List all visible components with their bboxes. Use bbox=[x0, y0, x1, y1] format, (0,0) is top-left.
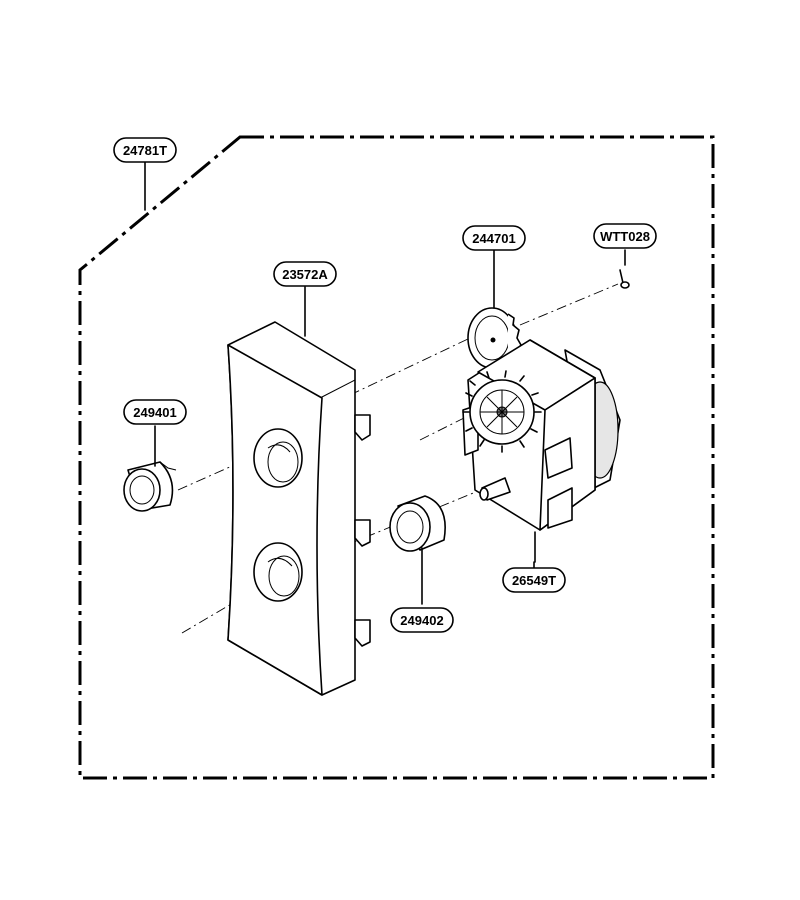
timer-unit bbox=[462, 339, 621, 563]
assembly-boundary bbox=[78, 135, 715, 780]
callout-front-panel: 23572A bbox=[273, 261, 337, 287]
callout-upper-knob: 249401 bbox=[123, 399, 187, 425]
callout-gear: 244701 bbox=[462, 225, 526, 251]
svg-text:26549T: 26549T bbox=[512, 573, 556, 588]
callout-timer: 26549T bbox=[502, 567, 566, 593]
leader-lines bbox=[144, 161, 626, 605]
callout-screw: WTT028 bbox=[593, 223, 657, 249]
svg-text:249402: 249402 bbox=[400, 613, 443, 628]
callout-assembly: 24781T bbox=[113, 137, 177, 163]
svg-text:249401: 249401 bbox=[133, 405, 176, 420]
svg-text:24781T: 24781T bbox=[123, 143, 167, 158]
screw bbox=[619, 269, 630, 289]
upper-knob bbox=[123, 461, 177, 512]
svg-text:23572A: 23572A bbox=[282, 267, 328, 282]
lower-knob bbox=[389, 495, 446, 552]
svg-text:WTT028: WTT028 bbox=[600, 229, 650, 244]
front-panel bbox=[227, 321, 371, 696]
svg-text:244701: 244701 bbox=[472, 231, 515, 246]
callout-lower-knob: 249402 bbox=[390, 607, 454, 633]
gear bbox=[467, 307, 522, 369]
